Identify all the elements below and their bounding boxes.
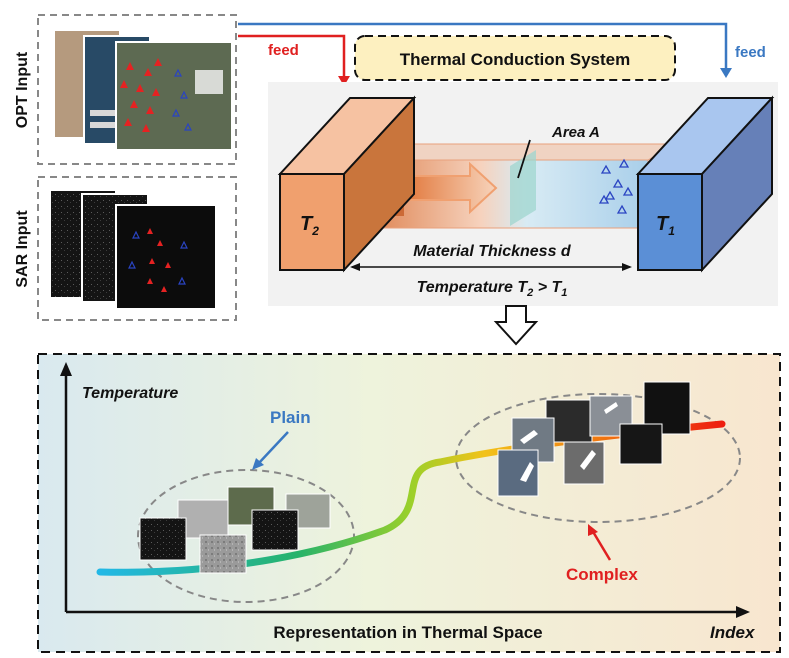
complex-label: Complex (566, 565, 638, 584)
x-axis-label: Representation in Thermal Space (273, 623, 542, 642)
complex-plane-icons (520, 402, 618, 482)
x-end-label: Index (710, 623, 756, 642)
sar-input-panel (37, 176, 237, 321)
opt-blue-markers (172, 68, 192, 131)
sar-image-3 (115, 204, 217, 310)
complex-ellipse (455, 393, 741, 523)
sar-red-markers (147, 228, 171, 292)
feed-label-right: feed (735, 44, 766, 61)
plain-arrow (252, 431, 289, 470)
thickness-arrow (350, 263, 632, 271)
area-a-label: Area A (551, 124, 600, 141)
t1-label: T1 (656, 213, 675, 238)
x-axis (66, 606, 750, 618)
system-title: Thermal Conduction System (400, 50, 630, 69)
plain-label: Plain (270, 408, 311, 427)
feed-label-left: feed (268, 42, 299, 59)
area-a-pointer (517, 139, 531, 179)
plain-ellipse (137, 469, 355, 603)
area-a-slab (510, 150, 536, 226)
opt-red-markers (120, 58, 162, 132)
y-axis (60, 362, 72, 612)
system-title-box (354, 35, 676, 81)
down-arrow (493, 305, 539, 346)
hot-block-t2 (277, 95, 417, 273)
sar-blue-markers (128, 230, 188, 285)
sar-input-label: SAR Input (14, 210, 31, 288)
cold-block-t1 (635, 95, 775, 273)
opt-input-panel (37, 14, 237, 165)
cold-markers (598, 158, 634, 214)
t2-label: T2 (300, 213, 319, 238)
heat-flow-arrow (405, 161, 498, 215)
temperature-relation: Temperature T2 > T1 (417, 279, 568, 299)
feed-arrow-right (238, 22, 732, 78)
y-axis-label: Temperature (82, 385, 178, 402)
feed-arrow-left (238, 34, 350, 86)
plain-samples (139, 486, 331, 574)
opt-input-label: OPT Input (14, 51, 31, 128)
complex-arrow (588, 524, 612, 561)
opt-image-3 (115, 41, 233, 151)
thickness-label: Material Thickness d (413, 243, 572, 260)
